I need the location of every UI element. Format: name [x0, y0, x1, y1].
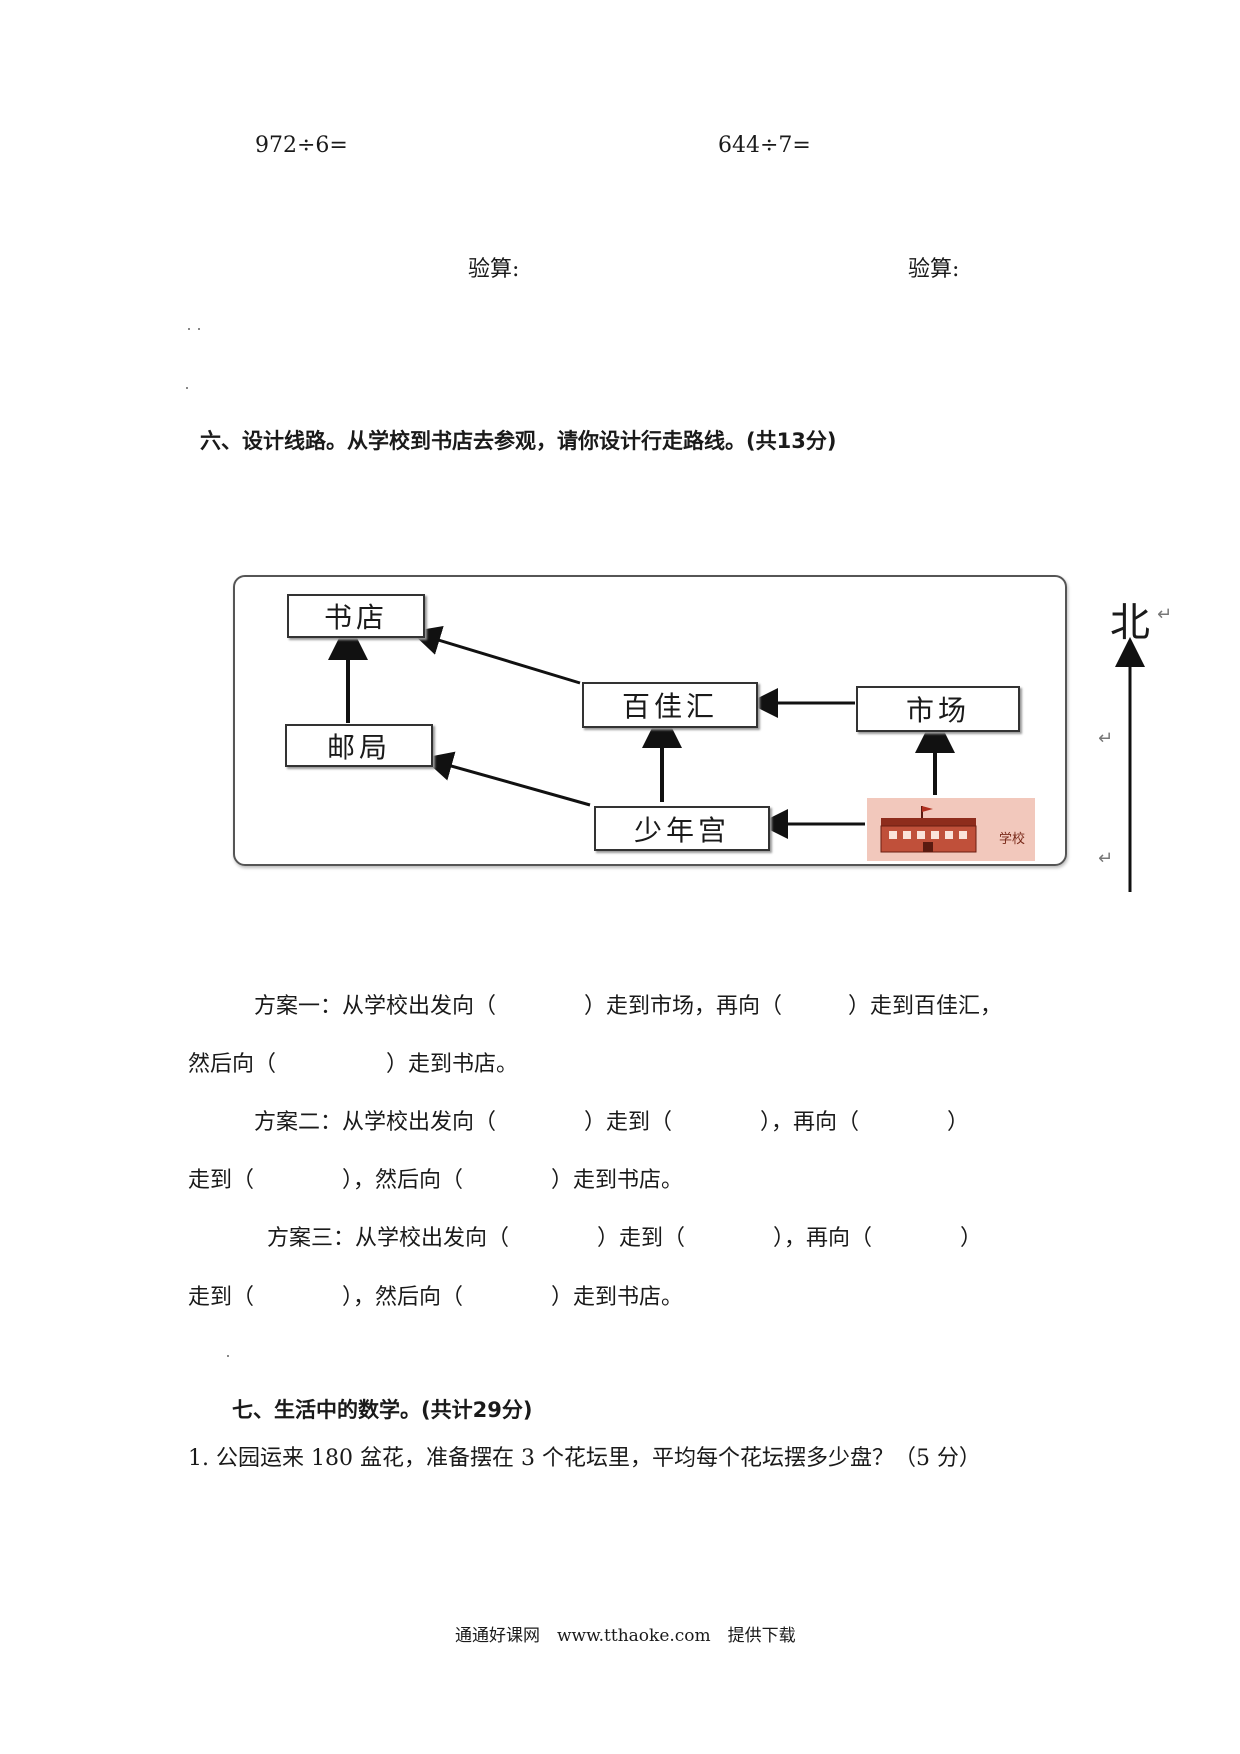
north-label: 北: [1110, 600, 1150, 646]
problem-644-div-7: 644÷7=: [718, 133, 811, 158]
plan-1-line-1: 方案一：从学校出发向（ ）走到市场，再向（ ）走到百佳汇，: [254, 994, 1003, 1019]
scan-speck: [227, 1355, 229, 1357]
scan-speck: [188, 328, 190, 330]
return-mark: ↵: [1098, 728, 1114, 749]
plan-3-line-1: 方案三：从学校出发向（ ）走到（ ），再向（ ）: [267, 1226, 983, 1251]
plan-1-line-2: 然后向（ ）走到书店。: [188, 1052, 519, 1077]
scan-speck: [186, 387, 188, 389]
check-label-1: 验算:: [468, 257, 520, 282]
school-node: 学校: [867, 798, 1035, 861]
check-label-2: 验算:: [908, 257, 960, 282]
plan-3-line-2: 走到（ ），然后向（ ）走到书店。: [188, 1285, 684, 1310]
return-mark: ↵: [1098, 848, 1114, 869]
node-market: 市场: [856, 686, 1020, 732]
section-7-heading: 七、生活中的数学。(共计29分): [232, 1398, 533, 1422]
arrow-youth-to-post: [422, 751, 591, 807]
node-baijiahui: 百佳汇: [582, 682, 758, 728]
arrow-baijiahui-to-bookstore: [410, 625, 581, 685]
problem-972-div-6: 972÷6=: [255, 133, 348, 158]
node-bookstore: 书店: [287, 594, 425, 638]
footer-source: 通通好课网 www.tthaoke.com 提供下载: [455, 1626, 796, 1646]
node-youth-palace: 少年宫: [594, 806, 770, 851]
node-post-office: 邮局: [285, 724, 433, 767]
scan-speck: [198, 328, 200, 330]
section-6-heading: 六、设计线路。从学校到书店去参观，请你设计行走路线。(共13分): [200, 429, 837, 453]
plan-2-line-2: 走到（ ），然后向（ ）走到书店。: [188, 1168, 684, 1193]
school-building-icon: [880, 806, 977, 853]
school-label: 学校: [998, 832, 1025, 847]
question-1: 1. 公园运来 180 盆花，准备摆在 3 个花坛里，平均每个花坛摆多少盘？（5…: [188, 1446, 981, 1471]
route-map-frame: [233, 575, 1067, 866]
return-mark: ↵: [1157, 604, 1173, 625]
plan-2-line-1: 方案二：从学校出发向（ ）走到（ ），再向（ ）: [254, 1110, 970, 1135]
